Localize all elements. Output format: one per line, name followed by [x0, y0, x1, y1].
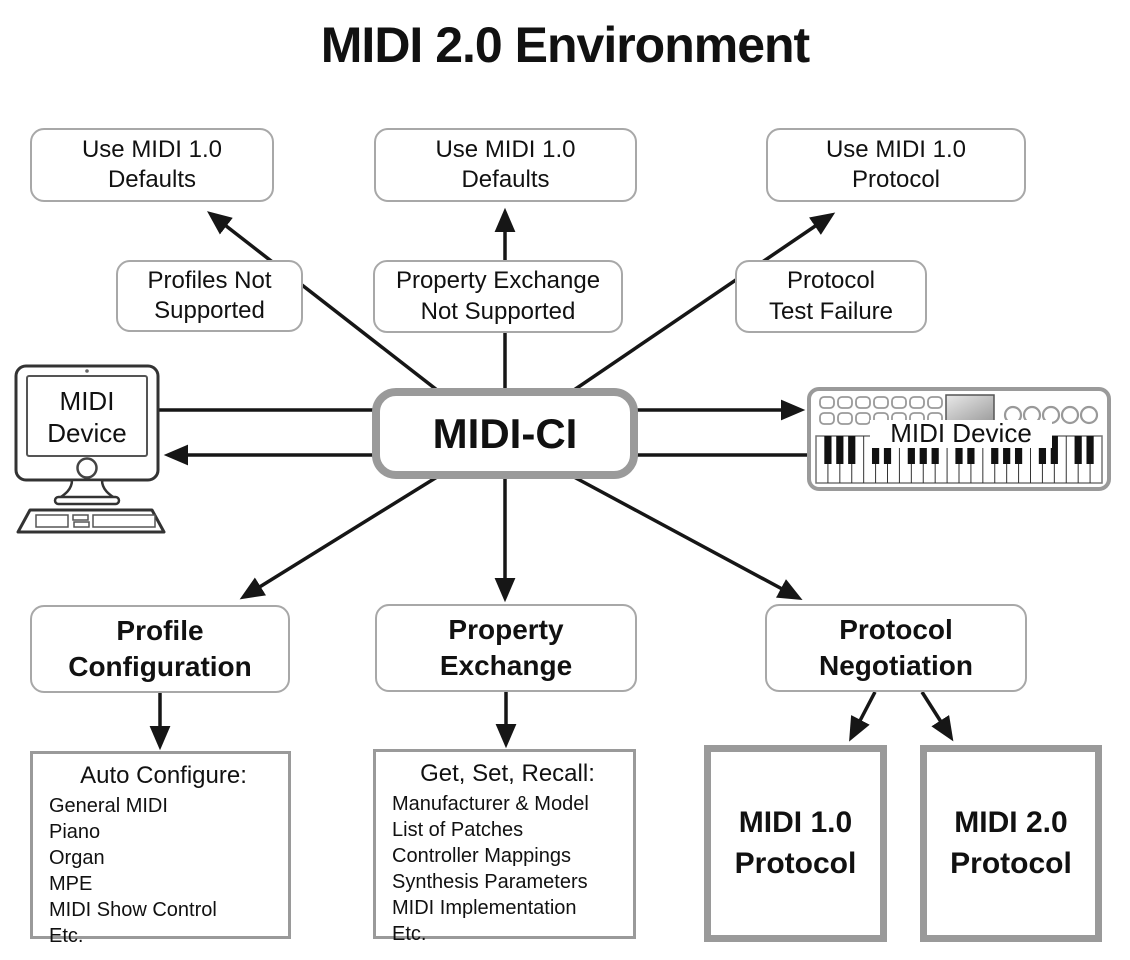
- label-knockout: [870, 420, 1052, 448]
- box-use-midi1-defaults-center: Use MIDI 1.0 Defaults: [374, 128, 637, 202]
- keyboard-detail: [73, 521, 90, 528]
- box-use-midi1-defaults-left: Use MIDI 1.0 Defaults: [30, 128, 274, 202]
- monitor-base: [53, 495, 121, 506]
- list-item: MIDI Implementation: [392, 897, 577, 919]
- box-protocol-negotiation: Protocol Negotiation: [765, 604, 1027, 692]
- list-item: Synthesis Parameters: [392, 871, 588, 893]
- box-midi-1-0-protocol: MIDI 1.0 Protocol: [704, 745, 887, 942]
- auto-configure-title: Auto Configure:: [80, 762, 247, 789]
- list-item: MPE: [49, 873, 93, 895]
- list-item: Controller Mappings: [392, 845, 571, 867]
- list-item: MIDI Show Control: [49, 899, 217, 921]
- keyboard-buttons: [819, 396, 943, 425]
- box-get-set-recall: Get, Set, Recall: Manufacturer & Model L…: [373, 749, 636, 945]
- box-protocol-test-failure: Protocol Test Failure: [735, 260, 927, 333]
- midi-keyboard-icon: MIDI Device: [807, 387, 1111, 491]
- keyboard-knobs: [1003, 405, 1099, 425]
- keyboard-detail: [92, 514, 156, 528]
- arrow-negotiation-to-midi2-protocol: [920, 691, 954, 742]
- box-use-midi1-protocol: Use MIDI 1.0 Protocol: [766, 128, 1026, 202]
- arrow-midici-to-protocol-negotiation: [573, 475, 803, 600]
- keyboard-detail: [72, 514, 89, 521]
- keyboard-detail: [35, 514, 69, 528]
- box-profile-configuration: Profile Configuration: [30, 605, 290, 693]
- list-item: Organ: [49, 847, 105, 869]
- arrow-midici-to-profile-configuration: [239, 475, 438, 600]
- list-item: Manufacturer & Model: [392, 793, 589, 815]
- box-property-exchange-not-supported: Property Exchange Not Supported: [373, 260, 623, 333]
- box-profiles-not-supported: Profiles Not Supported: [116, 260, 303, 332]
- get-set-recall-title: Get, Set, Recall:: [420, 760, 595, 787]
- computer-screen-label-line2: Device: [47, 418, 126, 448]
- box-auto-configure: Auto Configure: General MIDI Piano Organ…: [30, 751, 291, 947]
- box-property-exchange: Property Exchange: [375, 604, 637, 692]
- list-item: Piano: [49, 821, 101, 843]
- arrow-midici-to-use-defaults-left: [207, 211, 439, 392]
- list-item: List of Patches: [392, 819, 524, 841]
- camera-dot-icon: [85, 369, 89, 373]
- computer-screen: [26, 375, 148, 457]
- list-item: Etc.: [392, 923, 427, 945]
- box-midi-ci: MIDI-CI: [372, 388, 638, 479]
- keyboard-device-label: MIDI Device: [890, 418, 1032, 448]
- arrow-midici-to-use-protocol-right: [573, 212, 836, 392]
- arrow-negotiation-to-midi1-protocol: [849, 691, 877, 742]
- list-item: Etc.: [49, 925, 84, 947]
- box-midi-2-0-protocol: MIDI 2.0 Protocol: [920, 745, 1102, 942]
- desktop-computer-icon: MIDI Device: [14, 364, 166, 534]
- list-item: General MIDI: [49, 795, 168, 817]
- computer-screen-label-line1: MIDI: [60, 386, 115, 416]
- monitor-logo-circle: [76, 457, 98, 479]
- page-title: MIDI 2.0 Environment: [320, 17, 810, 73]
